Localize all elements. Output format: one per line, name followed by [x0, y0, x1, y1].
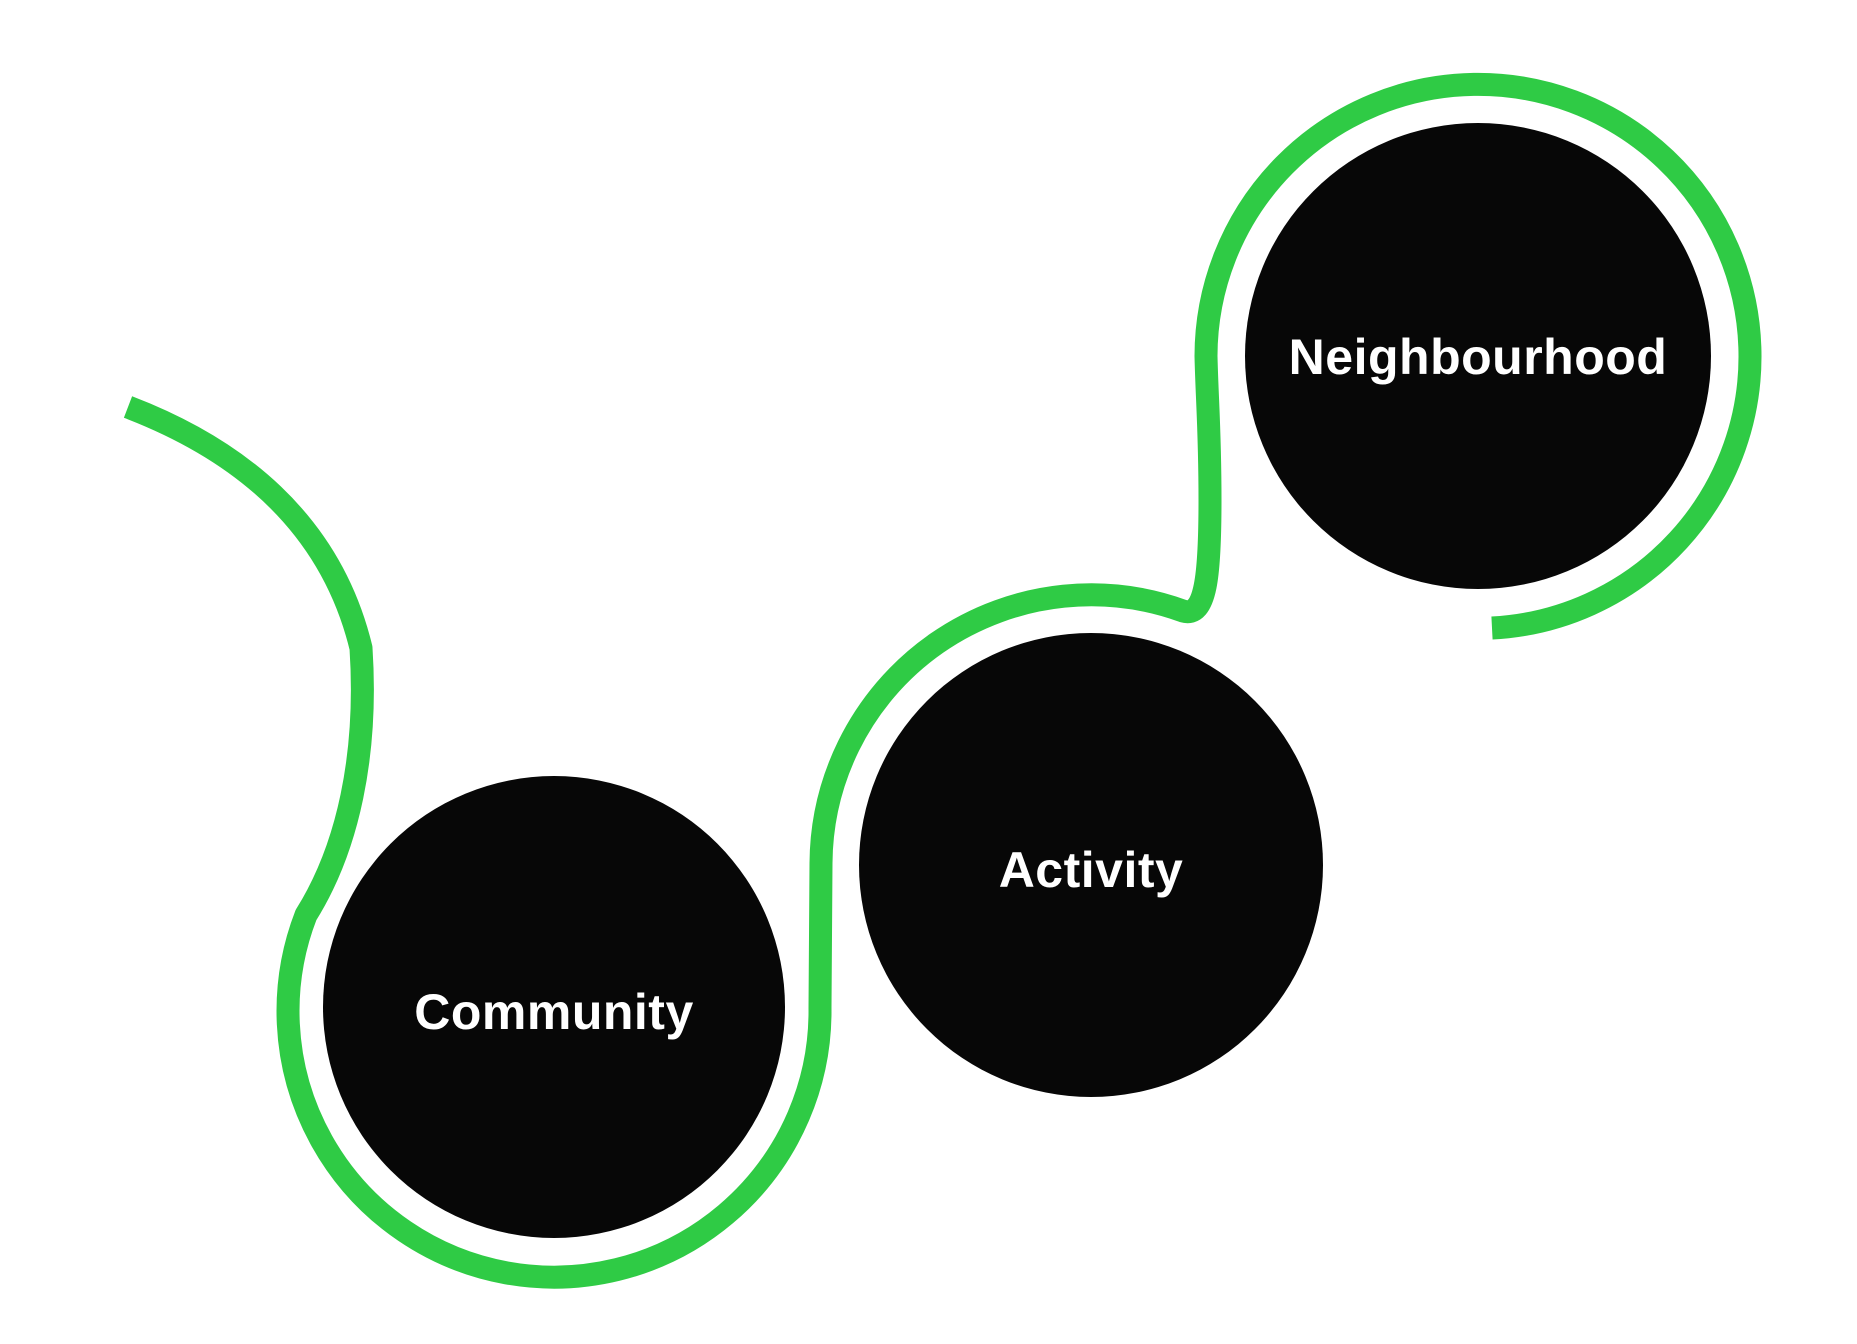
node-community-circle[interactable]	[323, 776, 785, 1238]
node-activity-circle[interactable]	[859, 633, 1323, 1097]
node-neighbourhood-circle[interactable]	[1245, 123, 1711, 589]
connector-curve	[123, 72, 1762, 1289]
node-neighbourhood[interactable]: Neighbourhood	[1245, 123, 1711, 589]
node-community[interactable]: Community	[323, 776, 785, 1238]
node-neighbourhood-label: Neighbourhood	[1289, 329, 1668, 385]
node-activity-label: Activity	[999, 842, 1184, 898]
node-activity[interactable]: Activity	[859, 633, 1323, 1097]
node-community-label: Community	[414, 984, 694, 1040]
